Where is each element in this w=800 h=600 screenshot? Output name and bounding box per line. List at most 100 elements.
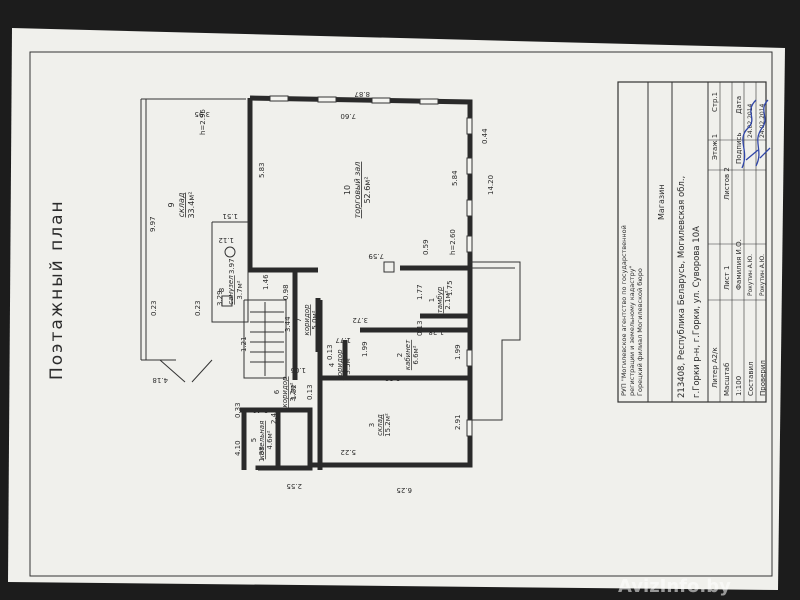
sheet-frame bbox=[29, 51, 773, 577]
ceiling-height: h=2.96 bbox=[199, 109, 207, 135]
stamp-page: Стр.1 bbox=[711, 92, 719, 112]
room-name: кабинет bbox=[404, 339, 412, 370]
room-area: 6.6м² bbox=[412, 345, 420, 364]
window bbox=[419, 98, 439, 105]
storage-9-diag bbox=[159, 359, 186, 383]
room-no: 10 bbox=[343, 185, 352, 195]
dimension: 1.75 bbox=[446, 280, 454, 296]
dimension: 14.20 bbox=[487, 175, 495, 195]
signature bbox=[755, 99, 771, 167]
room-name: склад bbox=[376, 414, 384, 436]
dimension: 1.99 bbox=[454, 344, 462, 360]
dimension: 1.77 bbox=[335, 336, 351, 344]
room-no: 3 bbox=[368, 423, 376, 427]
ceiling-height: h=2.60 bbox=[449, 229, 457, 255]
dimension: 2.91 bbox=[454, 414, 462, 430]
dimension: 6.25 bbox=[396, 486, 412, 494]
boiler-wall bbox=[240, 407, 313, 471]
dimension: 2.45 bbox=[270, 408, 278, 424]
dimension: 1.88 bbox=[258, 446, 266, 462]
dimension: 5.83 bbox=[258, 162, 266, 178]
dimension: 1.21 bbox=[240, 336, 248, 352]
dimension: 0.23 bbox=[194, 300, 202, 316]
room-no: 9 bbox=[167, 202, 176, 207]
room-no: 5 bbox=[250, 438, 258, 442]
room-name: коридор bbox=[281, 376, 289, 408]
stamp-header-sign: Подпись bbox=[735, 133, 743, 165]
wc-outline bbox=[211, 221, 249, 323]
room-area: 15.2м² bbox=[384, 413, 392, 437]
paper-sheet bbox=[8, 28, 785, 590]
stamp-sheets: Листов 2 bbox=[723, 167, 731, 200]
watermark: AvizInfo.by bbox=[618, 576, 731, 597]
room-area: 52.6м² bbox=[363, 176, 372, 203]
room-name: коридор bbox=[303, 304, 311, 336]
stamp-checked-name: Рокутин А.Ю. bbox=[759, 254, 766, 296]
east-wall bbox=[310, 268, 473, 468]
toilet-icon bbox=[224, 246, 236, 258]
address-line: г.Горки р-н, г.Горки, ул. Суворова 10А bbox=[692, 226, 702, 398]
dimension: 3.32 bbox=[384, 374, 400, 382]
room-area: 4.6м² bbox=[266, 430, 274, 449]
window bbox=[466, 349, 473, 367]
stamp-litera: Литер А2/к bbox=[711, 347, 719, 388]
room-no: 8 bbox=[218, 288, 226, 292]
window bbox=[466, 199, 473, 217]
dimension: 3.95 bbox=[194, 110, 210, 118]
stamp-header-surname: Фамилия И.О. bbox=[735, 239, 743, 290]
plan-title: Поэтажный план bbox=[47, 199, 67, 380]
dimension: 3.44 bbox=[284, 316, 292, 332]
room-area: 3.5м² bbox=[344, 355, 352, 374]
sink-icon bbox=[221, 295, 233, 307]
room-name: тамбур bbox=[436, 286, 444, 313]
window bbox=[466, 419, 473, 437]
stamp-checked: Проверил bbox=[759, 360, 767, 396]
dimension: 0.13 bbox=[416, 320, 424, 336]
address-line: 213408, Республика Беларусь, Могилевская… bbox=[677, 176, 687, 398]
room-area: 3.2м² bbox=[289, 382, 297, 401]
stamp-floor: Этаж 1 bbox=[711, 134, 719, 160]
window bbox=[466, 157, 473, 175]
storage-9-diag2 bbox=[191, 359, 213, 383]
room-area: 3.7м² bbox=[236, 280, 244, 299]
room-name: коридор bbox=[336, 349, 344, 381]
dimension: 0.13 bbox=[326, 344, 334, 360]
room-no: 2 bbox=[396, 353, 404, 357]
stamp-scale-label: Масштаб bbox=[723, 363, 731, 396]
window bbox=[371, 97, 391, 104]
dimension: 4.18 bbox=[152, 376, 168, 384]
room-no: 4 bbox=[328, 362, 336, 367]
dimension: 1.99 bbox=[361, 341, 369, 357]
dimension: 7.60 bbox=[340, 112, 356, 120]
stamp-compiled: Составил bbox=[747, 361, 755, 396]
org-line: регистрации и земельному кадастру" bbox=[628, 265, 636, 396]
window bbox=[269, 95, 289, 102]
dimension: 0.13 bbox=[306, 384, 314, 400]
dimension: 1.28 bbox=[428, 328, 444, 336]
window bbox=[317, 96, 337, 103]
dimension: 1.46 bbox=[262, 274, 270, 290]
room-area: 2.1м² bbox=[444, 290, 452, 309]
title-block bbox=[617, 81, 767, 403]
stamp-scale: 1:100 bbox=[735, 376, 743, 396]
dimension: 0.33 bbox=[234, 402, 242, 418]
stamp-checked-date: 24.02.2014 bbox=[759, 103, 766, 138]
stamp-header-date: Дата bbox=[735, 96, 743, 114]
dimension: 0.98 bbox=[282, 284, 290, 300]
dimension: 2.55 bbox=[286, 482, 302, 490]
dimension: 0.59 bbox=[422, 239, 430, 255]
dimension: 1.51 bbox=[222, 212, 238, 220]
dimension: 1.77 bbox=[416, 284, 424, 300]
room-name: санузел bbox=[227, 275, 235, 305]
dimension: 8.87 bbox=[354, 90, 370, 98]
stamp-compiled-date: 24.02.2014 bbox=[747, 103, 754, 138]
room-name: склад bbox=[177, 192, 186, 217]
dimension: 1.32 bbox=[290, 384, 298, 400]
dimension: 3.97 bbox=[228, 258, 236, 274]
room-no: 6 bbox=[273, 389, 281, 394]
signature bbox=[741, 99, 759, 169]
dimension: 1.05 bbox=[290, 366, 306, 374]
room-no: 1 bbox=[428, 298, 436, 302]
stamp-compiled-name: Рокутин А.Ю. bbox=[747, 254, 754, 296]
